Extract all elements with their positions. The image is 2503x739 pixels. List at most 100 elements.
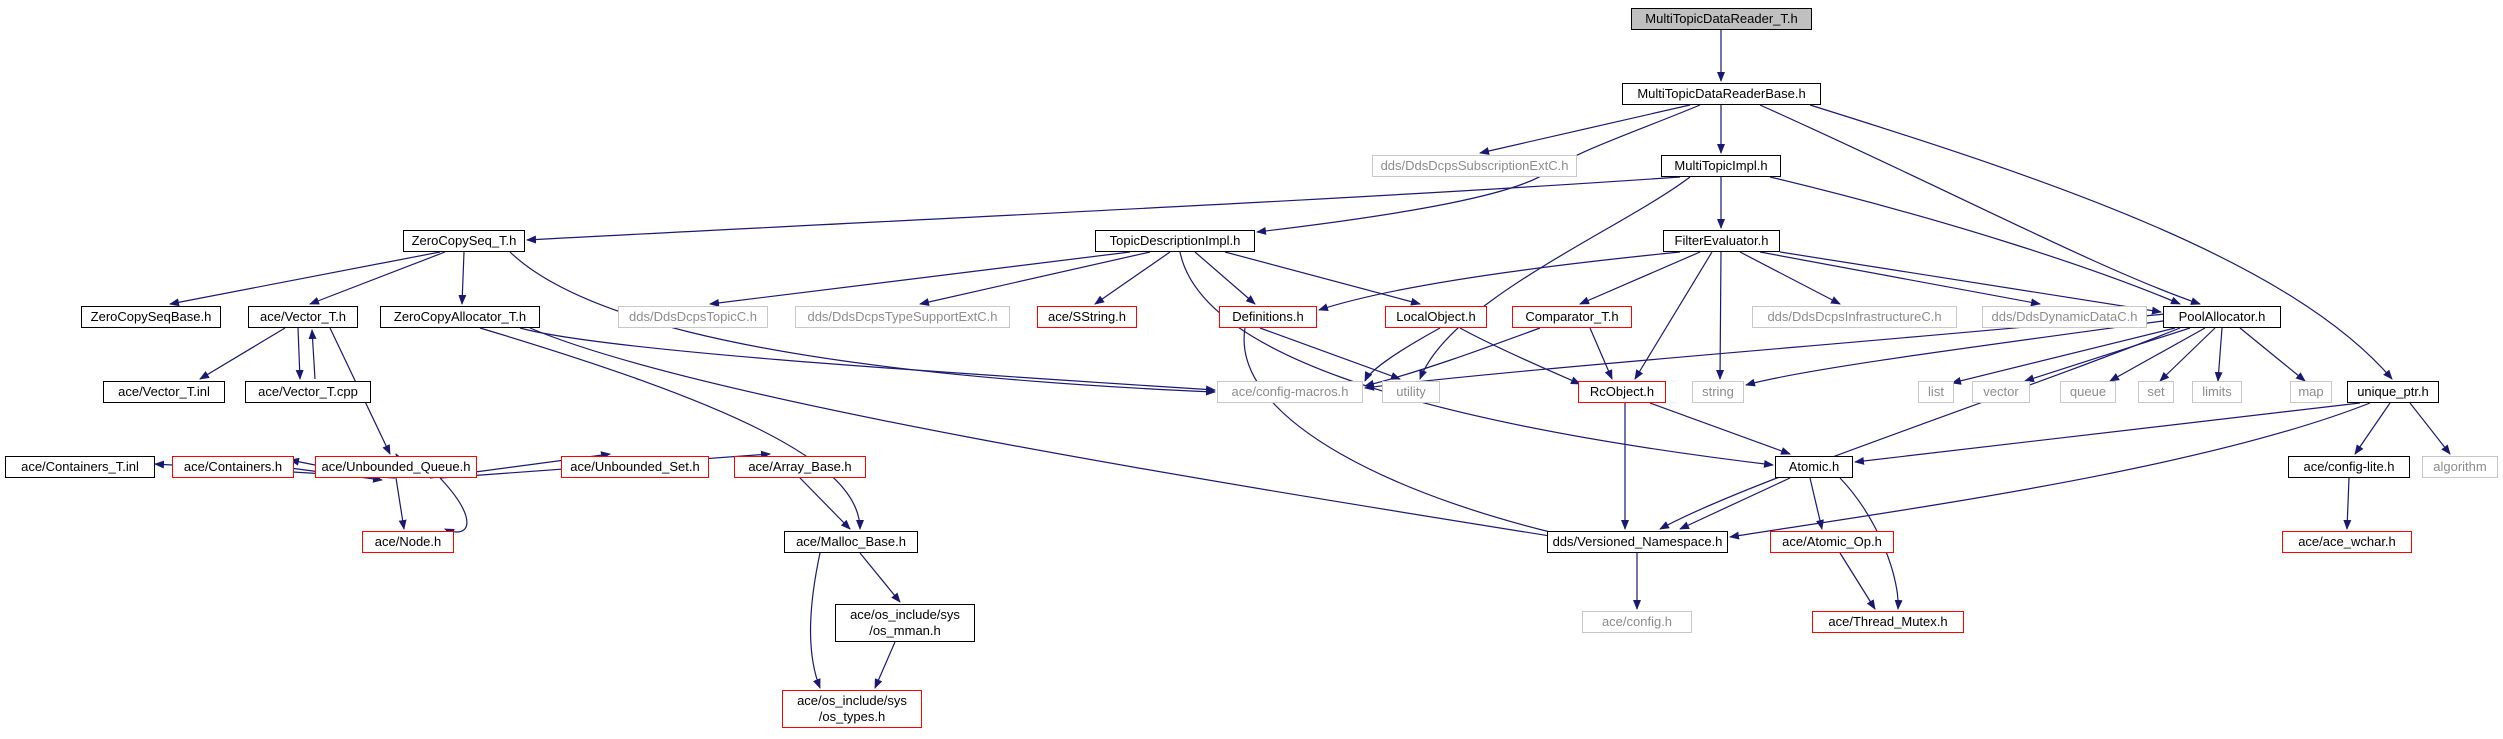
node-vector[interactable]: vector (1972, 381, 2030, 403)
node-multitopicdatareader-t[interactable]: MultiTopicDataReader_T.h (1631, 8, 1812, 30)
node-atomic[interactable]: Atomic.h (1775, 456, 1853, 478)
edge-uptr-cfglite (2354, 402, 2391, 455)
node-ace-vector-t-inl[interactable]: ace/Vector_T.inl (103, 381, 225, 403)
edge-pa-str (1745, 319, 2171, 387)
node-ace-vector-t[interactable]: ace/Vector_T.h (248, 306, 358, 328)
node-definitions[interactable]: Definitions.h (1219, 306, 1317, 328)
node-multitopicimpl[interactable]: MultiTopicImpl.h (1661, 155, 1781, 177)
edge-malloc-types (809, 552, 821, 689)
edge-uptr-atomic (1854, 402, 2361, 465)
node-localobject[interactable]: LocalObject.h (1385, 306, 1487, 328)
edge-aop-tmux (1839, 552, 1876, 610)
edge-defs-util (1259, 327, 1401, 380)
edge-base-pa (1759, 104, 2201, 305)
edge-fe-pa (1779, 251, 2162, 315)
edge-pa-list (1951, 327, 2176, 385)
edge-ubq-node (395, 477, 407, 530)
node-ddsdynamicdatac[interactable]: dds/DdsDynamicDataC.h (1982, 306, 2147, 328)
node-ace-unbounded-queue[interactable]: ace/Unbounded_Queue.h (315, 456, 477, 478)
node-poolallocator[interactable]: PoolAllocator.h (2163, 306, 2281, 328)
edge-fe-str (1716, 251, 1725, 380)
edge-fe-infra (1739, 251, 1841, 305)
node-ace-unbounded-set[interactable]: ace/Unbounded_Set.h (561, 456, 709, 478)
node-ddsdcpssubscriptionextc[interactable]: dds/DdsDcpsSubscriptionExtC.h (1372, 155, 1577, 177)
edge-arr-malloc (799, 477, 851, 530)
node-multitopicdatareaderbase[interactable]: MultiTopicDataReaderBase.h (1622, 83, 1821, 105)
node-ace-os-types[interactable]: ace/os_include/sys /os_types.h (782, 690, 922, 728)
edge-pa-vector (2024, 327, 2191, 383)
node-ace-array-base[interactable]: ace/Array_Base.h (734, 456, 866, 478)
edge-zcs-cfgm (509, 251, 1216, 396)
node-dds-versioned-namespace[interactable]: dds/Versioned_Namespace.h (1547, 531, 1728, 553)
node-string[interactable]: string (1692, 381, 1744, 403)
node-ddsdcpsinfrastructurec[interactable]: dds/DdsDcpsInfrastructureC.h (1752, 306, 1957, 328)
edge-vcpp-vec (308, 329, 317, 380)
edge-tdi-topicc (709, 251, 1131, 307)
node-ace-os-mman-line-2: /os_mman.h (869, 623, 941, 638)
node-ace-config-macros[interactable]: ace/config-macros.h (1217, 381, 1363, 403)
node-ace-os-mman[interactable]: ace/os_include/sys /os_mman.h (835, 604, 975, 642)
node-ace-sstring[interactable]: ace/SString.h (1037, 306, 1137, 328)
edge-vec-vinl (199, 327, 286, 380)
node-ddsdcpstopicc[interactable]: dds/DdsDcpsTopicC.h (618, 306, 768, 328)
edge-zcs-vec (309, 251, 446, 305)
edge-cfglite-wchar (2343, 477, 2352, 530)
node-comparator-t[interactable]: Comparator_T.h (1512, 306, 1632, 328)
edge-pa-queue (2109, 327, 2206, 382)
node-zerocopyseqbase[interactable]: ZeroCopySeqBase.h (81, 306, 221, 328)
node-ace-os-types-line-2: /os_types.h (818, 709, 886, 724)
node-ace-config[interactable]: ace/config.h (1582, 611, 1692, 633)
edge-mman-types (874, 641, 896, 689)
edge-pa-map (2239, 327, 2306, 382)
edge-atomic-aop (1809, 477, 1824, 530)
edge-tdi-atomic (1179, 251, 1774, 468)
node-ace-ace-wchar[interactable]: ace/ace_wchar.h (2282, 531, 2412, 553)
edge-zcs-zca (458, 251, 467, 305)
node-ace-malloc-base[interactable]: ace/Malloc_Base.h (784, 531, 918, 553)
edge-cont-node (439, 477, 468, 537)
node-ace-config-lite[interactable]: ace/config-lite.h (2288, 456, 2410, 478)
edge-cmp-rco (1589, 327, 1613, 380)
node-topicdescriptionimpl[interactable]: TopicDescriptionImpl.h (1095, 230, 1255, 252)
edge-fe-rco (1634, 251, 1713, 380)
edge-defs-vns (1243, 327, 1586, 543)
node-ace-os-mman-line-1: ace/os_include/sys (850, 607, 960, 622)
node-ace-node[interactable]: ace/Node.h (362, 531, 454, 553)
node-ace-containers-t-inl[interactable]: ace/Containers_T.inl (5, 456, 155, 478)
node-set[interactable]: set (2138, 381, 2174, 403)
node-rcobject[interactable]: RcObject.h (1578, 381, 1666, 403)
node-limits[interactable]: limits (2192, 381, 2242, 403)
edge-tdi-sstr (1094, 251, 1171, 305)
node-utility[interactable]: utility (1382, 381, 1440, 403)
edge-pa-limits (2214, 327, 2223, 382)
node-map[interactable]: map (2290, 381, 2332, 403)
edge-fe-cmp (1579, 251, 1701, 305)
node-list[interactable]: list (1918, 381, 1954, 403)
edge-malloc-mman (859, 552, 901, 603)
edge-uptr-algo (2409, 402, 2451, 455)
edge-pa-vns (1659, 327, 2181, 530)
edge-lobj-rco (1459, 327, 1581, 385)
node-ace-containers[interactable]: ace/Containers.h (172, 456, 294, 478)
node-zerocopyallocator-t[interactable]: ZeroCopyAllocator_T.h (380, 306, 540, 328)
edge-tdi-defs (1194, 251, 1256, 305)
edge-base-uptr (1809, 104, 2393, 380)
edge-atomic-vns (1679, 477, 1791, 530)
node-zerocopyseq-t[interactable]: ZeroCopySeq_T.h (403, 230, 525, 252)
edge-mti-util (1419, 176, 1691, 380)
edge-mti-zcs (526, 176, 1681, 244)
node-ace-atomic-op[interactable]: ace/Atomic_Op.h (1770, 531, 1894, 553)
edge-zca-malloc (479, 327, 864, 530)
node-unique-ptr[interactable]: unique_ptr.h (2347, 381, 2439, 403)
node-algorithm[interactable]: algorithm (2422, 456, 2498, 478)
node-queue[interactable]: queue (2060, 381, 2116, 403)
node-filterevaluator[interactable]: FilterEvaluator.h (1663, 230, 1780, 252)
edge-tdi-lobj (1224, 251, 1421, 306)
edge-tdi-tsext (919, 251, 1151, 306)
edge-cmp-cfgm (1364, 327, 1541, 388)
edge-zca-cfgm (519, 327, 1216, 394)
node-ddsdcpstypesupportextc[interactable]: dds/DdsDcpsTypeSupportExtC.h (795, 306, 1010, 328)
node-ace-thread-mutex[interactable]: ace/Thread_Mutex.h (1812, 611, 1964, 633)
node-ace-vector-t-cpp[interactable]: ace/Vector_T.cpp (245, 381, 371, 403)
